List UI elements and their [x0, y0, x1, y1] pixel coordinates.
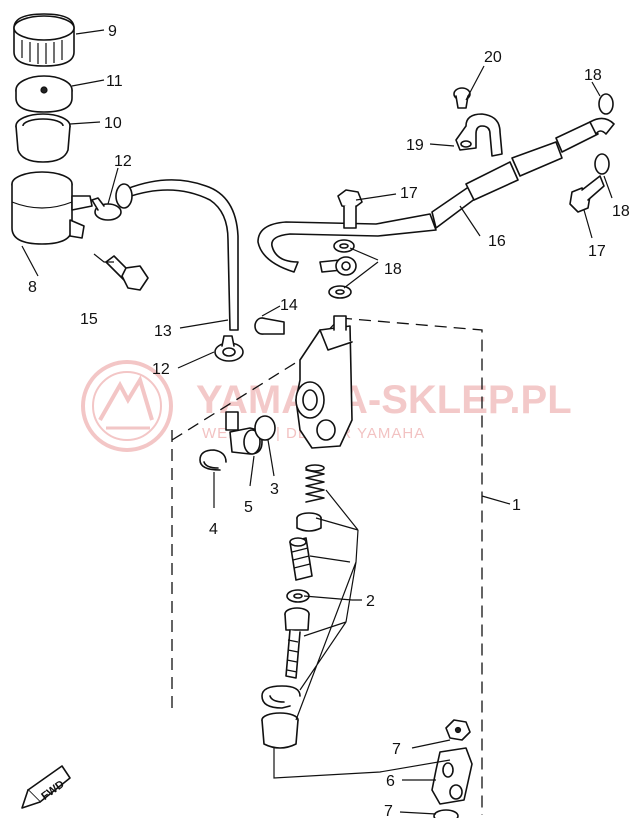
callout-17-lower: 17 [588, 243, 606, 260]
assembly-outline [171, 317, 483, 815]
callout-7-upper: 7 [392, 741, 401, 758]
clevis [431, 747, 473, 805]
master-cylinder-body [295, 315, 353, 449]
callout-7-lower: 7 [384, 803, 393, 818]
callout-3: 3 [270, 481, 279, 498]
callout-18-middle: 18 [384, 261, 402, 278]
callout-2: 2 [366, 593, 375, 610]
circlip-large [261, 685, 301, 709]
watermark-logo [81, 360, 173, 452]
copper-washer-3 [598, 93, 614, 115]
callout-10: 10 [104, 115, 122, 132]
hose-joint [225, 411, 263, 455]
callout-18-upper: 18 [584, 67, 602, 84]
callout-15: 15 [80, 311, 98, 328]
watermark-brand: YAMAHA-SKLEP.PL [196, 378, 572, 422]
reservoir-bolt [105, 255, 149, 291]
fwd-direction-badge: FWD [21, 765, 71, 809]
callout-12-upper: 12 [114, 153, 132, 170]
callout-6: 6 [386, 773, 395, 790]
callout-1: 1 [512, 497, 521, 514]
callout-11: 11 [106, 73, 123, 90]
hose-clip-lower [214, 335, 244, 362]
union-bolt-upper [337, 189, 363, 229]
hose-clip-upper [91, 197, 122, 221]
o-ring [254, 415, 276, 441]
reservoir-tank [11, 171, 93, 245]
diaphragm-plate [15, 75, 73, 113]
return-spring [305, 464, 325, 503]
reservoir-cap [13, 13, 75, 67]
piston [289, 537, 313, 581]
callout-9: 9 [108, 23, 117, 40]
lock-nut-lower [433, 809, 459, 818]
leader-group-2 [295, 489, 362, 721]
copper-washer-1 [333, 239, 355, 253]
reservoir-hose [115, 179, 239, 331]
bleed-screw [254, 317, 285, 335]
lock-nut-upper [445, 719, 471, 741]
callout-19: 19 [406, 137, 424, 154]
diaphragm [15, 113, 71, 163]
copper-washer-4 [594, 153, 610, 175]
push-rod [284, 607, 310, 679]
callout-4: 4 [209, 521, 218, 538]
union-bolt-lower [569, 175, 605, 213]
callout-8: 8 [28, 279, 37, 296]
callout-20: 20 [484, 49, 502, 66]
callout-12-lower: 12 [152, 361, 170, 378]
callout-16: 16 [488, 233, 506, 250]
callout-18-lower: 18 [612, 203, 630, 220]
dust-boot [261, 712, 299, 749]
brake-hose [257, 117, 615, 276]
callout-13: 13 [154, 323, 172, 340]
callout-14: 14 [280, 297, 298, 314]
callout-17-upper: 17 [400, 185, 418, 202]
callout-5: 5 [244, 499, 253, 516]
copper-washer-2 [328, 285, 352, 299]
circlip-small [199, 449, 227, 471]
hose-holder [455, 113, 503, 157]
holder-screw [453, 87, 471, 109]
primary-cup [296, 512, 322, 532]
callout-leaders [21, 29, 613, 815]
callout-labels: 9 11 10 12 8 15 13 12 14 3 5 4 2 1 17 18… [28, 23, 630, 818]
